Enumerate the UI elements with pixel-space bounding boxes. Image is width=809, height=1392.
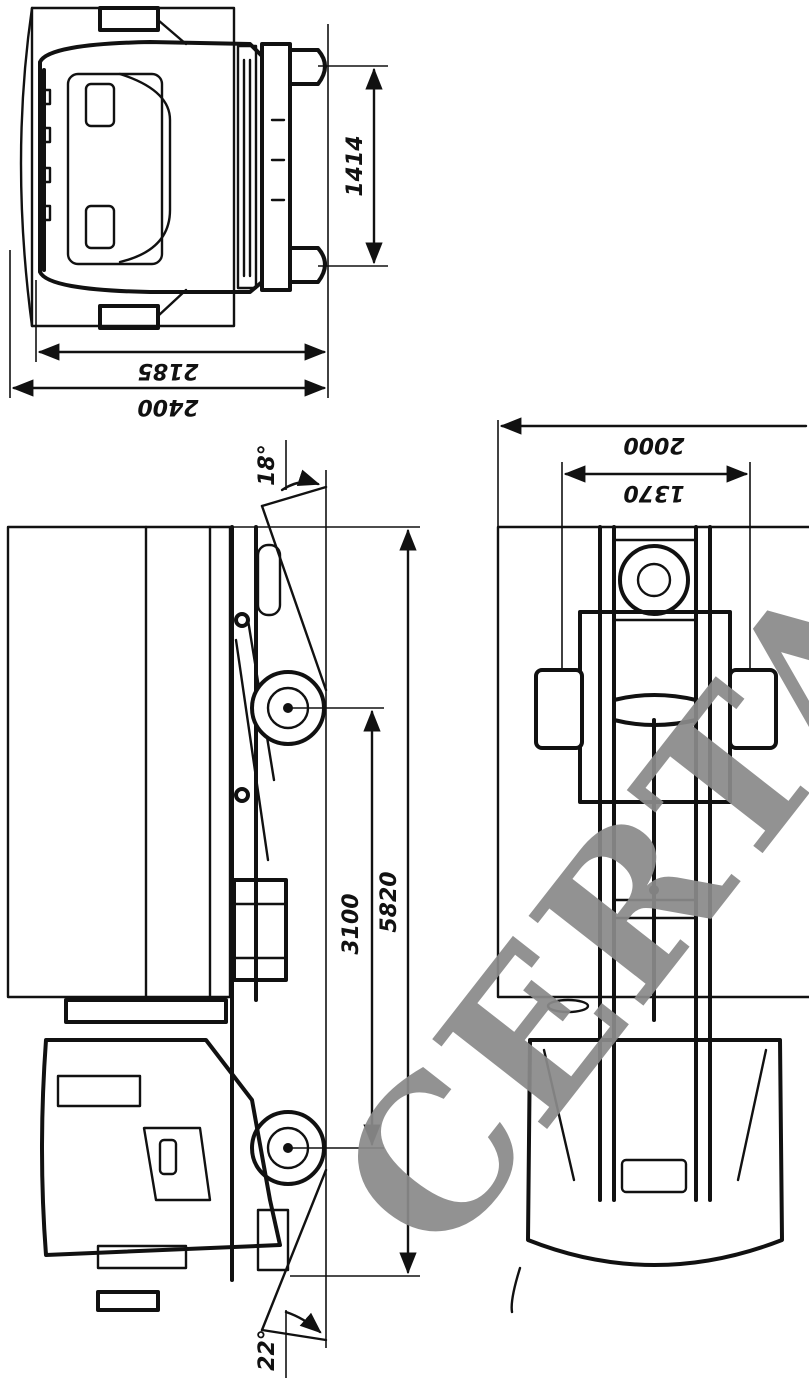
front-view-wheel-top — [288, 48, 327, 86]
front-view-hood-line — [118, 72, 172, 264]
side-view-door-handle — [158, 1138, 178, 1176]
chassis-view-spare-wheel — [618, 544, 690, 616]
chassis-view-cab-pillars — [542, 1048, 768, 1182]
dim-2185-label: 2185 — [137, 358, 198, 383]
chassis-view-differential — [612, 693, 698, 727]
side-view-cab — [40, 1038, 282, 1257]
side-view-spare-wheel — [256, 543, 282, 617]
side-view-bumper — [256, 1208, 290, 1272]
chassis-view-cargo-box — [496, 525, 809, 999]
front-view-window-lower — [84, 204, 116, 250]
angle-18-arc — [280, 469, 321, 492]
chassis-view-joint-1 — [649, 885, 659, 895]
dim-2000-label: 2000 — [623, 432, 684, 457]
chassis-view-cab — [526, 1038, 784, 1267]
side-view-step — [96, 1244, 188, 1270]
front-view-grille-bars — [242, 58, 252, 278]
side-view: 18° 22° 3100 5820 — [6, 440, 420, 1378]
side-view-rear-wheel-center — [283, 703, 293, 713]
dim-2400-label: 2400 — [137, 394, 198, 419]
front-view-mirror-arm-top — [156, 18, 188, 46]
front-view-body-outline — [30, 6, 236, 328]
front-view-roof-light-3 — [40, 166, 52, 184]
chassis-view-spare-wheel-bay — [612, 538, 698, 622]
dim-1370-label: 1370 — [623, 480, 684, 505]
watermark-text: CERTAUTO.RU — [294, 0, 809, 1294]
front-view-mirror-top — [98, 6, 160, 32]
side-view-mirror — [96, 1290, 160, 1312]
front-view-roof-light-1 — [40, 88, 52, 106]
angle-18-label: 18° — [255, 444, 280, 486]
angle-18-ray — [260, 485, 328, 508]
chassis-view-marker — [546, 998, 590, 1014]
chassis-view-rear-wheel-right — [728, 668, 778, 750]
front-view-roof-light-4 — [40, 204, 52, 222]
chassis-view-engine-cover — [620, 1158, 688, 1194]
front-view-roof-light-2 — [40, 126, 52, 144]
dim-3100-label: 3100 — [339, 893, 364, 954]
side-view-suspension-rear — [234, 638, 270, 862]
side-view-bolt-1 — [234, 612, 250, 628]
side-view-cab-window — [56, 1074, 142, 1108]
angle-18-departure-line — [260, 504, 328, 692]
angle-22-ray — [260, 1328, 328, 1342]
chassis-view-mirror-left — [510, 1266, 522, 1314]
front-view-grille — [236, 44, 258, 290]
front-view-wheel-bottom — [288, 246, 327, 284]
side-view-front-wheel-center — [283, 1143, 293, 1153]
front-view-bumper-marks — [270, 118, 286, 202]
front-view-windshield — [66, 72, 164, 266]
chassis-view-crossmember — [612, 898, 698, 920]
front-view-window-upper — [84, 82, 116, 128]
side-view-fuel-tank — [232, 878, 288, 982]
side-view-cargo-box — [6, 525, 232, 999]
chassis-view-rear-wheel-left — [534, 668, 584, 750]
angle-22-approach-line — [260, 1168, 328, 1332]
front-view: 1414 2185 2400 — [9, 6, 388, 419]
dim-1414-label: 1414 — [343, 135, 368, 196]
dim-5820-label: 5820 — [377, 871, 402, 932]
chassis-view-spare-wheel-hub — [636, 562, 672, 598]
side-view-bolt-2 — [234, 787, 250, 803]
side-view-cab-door — [142, 1126, 212, 1202]
angle-22-label: 22° — [255, 1329, 280, 1371]
front-view-mirror-arm-bottom — [156, 288, 188, 318]
front-view-cab-face — [38, 40, 264, 294]
chassis-view: 2000 1370 — [496, 417, 809, 1314]
front-view-cab-curve — [19, 6, 34, 328]
front-view-mirror-bottom — [98, 304, 160, 330]
front-view-bumper — [260, 42, 292, 292]
angle-22-arc — [284, 1310, 322, 1334]
side-view-roof-deflector — [64, 998, 228, 1024]
